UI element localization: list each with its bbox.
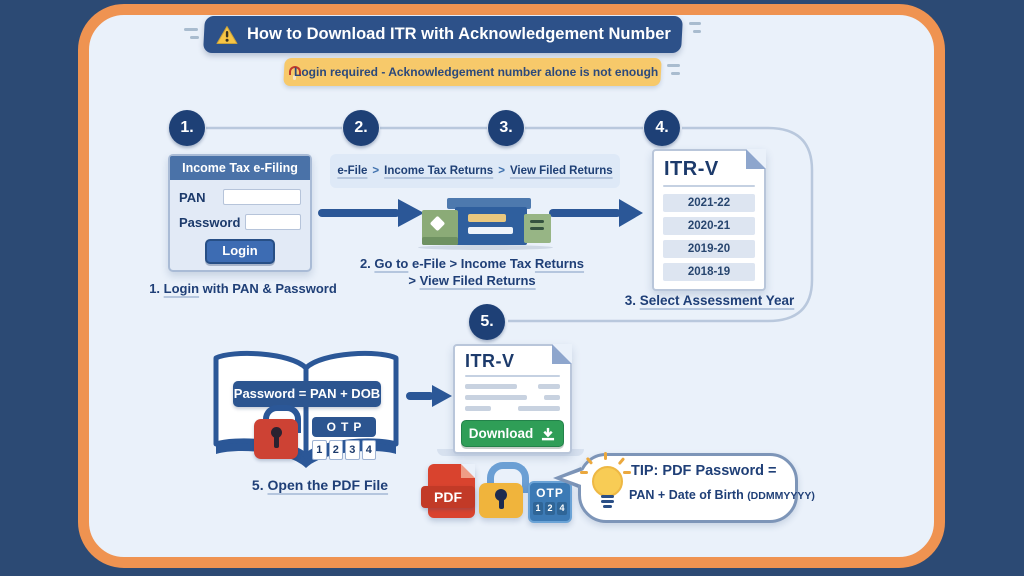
page-fold-icon [746,149,766,169]
bulb-base [603,505,612,508]
breadcrumb-item-efile[interactable]: e-File [337,165,368,177]
step-circle-3: 3. [488,110,524,146]
otp-badge-digit: 2 [545,502,555,515]
year-option-2019-20[interactable]: 2019-20 [663,240,755,258]
deco-dash [667,64,680,67]
portal-illustration [418,196,553,251]
password-input[interactable] [245,214,301,230]
divider [663,185,755,187]
download-icon [542,427,555,440]
breadcrumb: e-File > Income Tax Returns > View Filed… [330,154,620,188]
open-book-illustration [213,350,399,468]
bulb-ray [604,452,607,460]
page-title: How to Download ITR with Acknowledgement… [246,25,671,43]
deco-dash [184,28,198,31]
otp-panel-title: OTP [312,417,376,437]
assessment-year-doc: ITR-V 2021-22 2020-21 2019-20 2018-19 [652,149,766,291]
step-circle-2: 2. [343,110,379,146]
portal-highlight-bar [468,214,506,222]
bulb-base [601,500,614,503]
breadcrumb-item-itr[interactable]: Income Tax Returns [384,165,494,177]
bulb-ray [623,471,631,474]
caption-step1: 1. Login with PAN & Password [149,281,337,296]
login-card-title: Income Tax e-Filing [170,156,310,180]
deco-dash [671,72,680,75]
illustration-shadow [418,245,553,250]
assessment-doc-title: ITR-V [664,158,719,180]
breadcrumb-item-view[interactable]: View Filed Returns [509,165,613,177]
green-box-slot [530,220,544,223]
step-circle-1: 1. [169,110,205,146]
bulb-base [601,495,614,498]
download-doc: ITR-V Download [453,344,572,454]
yellow-lock-icon [479,483,523,518]
year-option-2018-19[interactable]: 2018-19 [663,263,755,281]
otp-digit: 2 [328,440,343,460]
tip-line2: PAN + Date of Birth (DDMMYYYY) [629,488,815,502]
year-option-2021-22[interactable]: 2021-22 [663,194,755,212]
password-banner: Password = PAN + DOB [233,381,381,407]
lightbulb-icon [592,466,623,497]
pan-label: PAN [179,189,206,205]
year-option-2020-21[interactable]: 2020-21 [663,217,755,235]
pan-input[interactable] [223,189,301,205]
breadcrumb-separator: > [498,165,505,177]
bulb-ray [580,471,588,474]
deco-dash [689,22,701,25]
portal-text-bar [468,227,513,234]
download-button[interactable]: Download [461,420,564,447]
roof-bar [447,198,531,209]
password-label: Password [179,214,241,230]
subtitle-banner: Login required - Acknowledgement number … [283,58,662,86]
otp-badge-label: OTP [536,486,564,500]
otp-badge-digit: 4 [557,502,567,515]
login-card: Income Tax e-Filing PAN Password Login [168,154,312,272]
tip-line1: TIP: PDF Password = [631,463,777,479]
green-box-slot [530,227,544,230]
left-green-base [422,237,458,245]
breadcrumb-separator: > [372,165,380,177]
caption-step2-line1: 2. Go to e-File > Income Tax Returns [359,256,585,271]
pdf-label: PDF [421,486,475,508]
bubble-tail-inner [562,470,584,486]
otp-panel: OTP 1 2 3 4 [312,417,376,460]
yellow-lock-shackle-icon [487,462,529,493]
divider [465,375,560,377]
warning-triangle-icon [216,25,238,44]
portal-body [455,207,527,245]
red-lock-icon [254,419,298,459]
download-doc-title: ITR-V [465,351,515,371]
otp-digit: 4 [361,440,376,460]
otp-badge-digit: 1 [533,502,543,515]
deco-dash [190,36,199,39]
login-button[interactable]: Login [205,239,275,264]
caption-step2-line2: > View Filed Returns [408,273,536,288]
page-fold-icon [552,344,572,364]
step-circle-5: 5. [469,304,505,340]
title-banner: How to Download ITR with Acknowledgement… [203,16,683,53]
caption-step5: 5. Open the PDF File [251,477,389,493]
otp-digit: 1 [312,440,327,460]
deco-dash [693,30,701,33]
otp-digit: 3 [345,440,360,460]
subtitle-text: Login required - Acknowledgement number … [293,65,659,79]
caption-step3: 3. Select Assessment Year [624,293,795,308]
page-fold-icon [461,464,475,478]
step-circle-4: 4. [644,110,680,146]
